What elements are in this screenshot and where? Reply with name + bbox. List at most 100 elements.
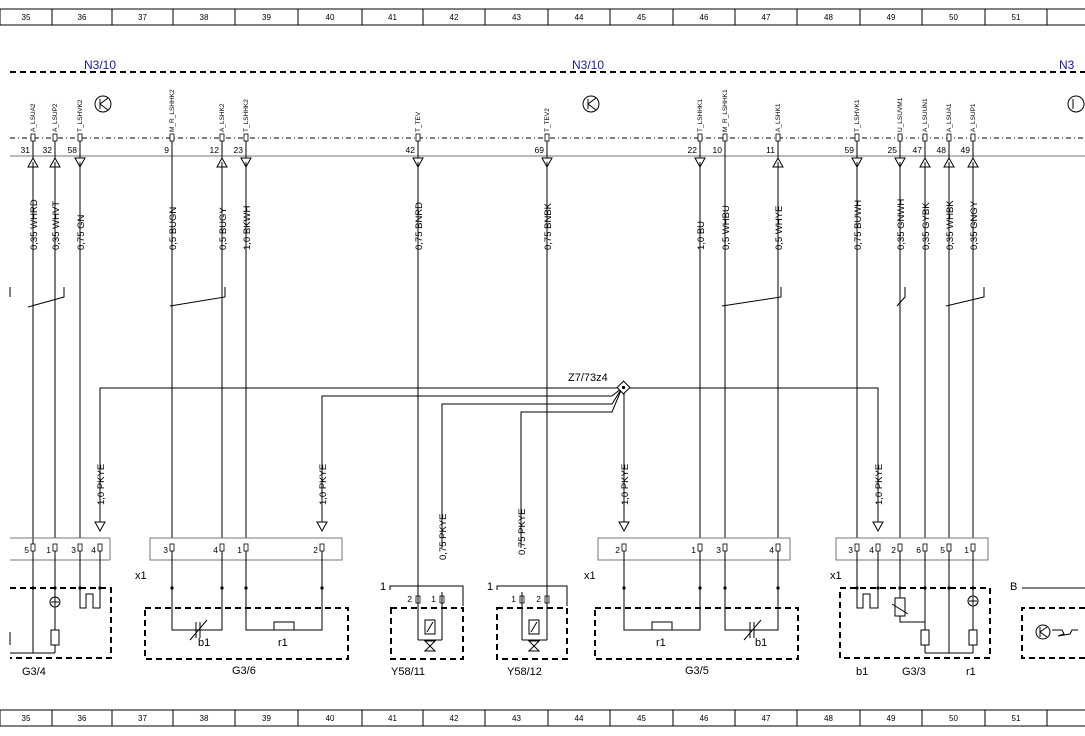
wire-label: 0,75 PKYE xyxy=(517,509,528,555)
arrow-icons xyxy=(94,521,884,533)
signal-name: A_LSUP2 xyxy=(52,103,59,132)
component-g33 xyxy=(839,560,991,659)
wire-label: 0,35 GYBK xyxy=(921,202,932,250)
ruler-number: 36 xyxy=(78,13,87,22)
wire-label: 0,75 BUWH xyxy=(853,200,864,250)
pin-number: 2 xyxy=(536,594,541,604)
pin-number: 48 xyxy=(937,145,947,155)
pin-number: 1 xyxy=(431,594,436,604)
ruler-number: 46 xyxy=(700,714,709,723)
pin-number: 3 xyxy=(71,545,76,555)
ruler-number: 45 xyxy=(637,13,646,22)
wire-label: 0,35 WHVT xyxy=(51,201,62,250)
signal-name: T_LSHVK2 xyxy=(77,99,84,132)
component-label-g33: G3/3 xyxy=(902,666,926,678)
b-label: B xyxy=(1010,581,1017,593)
ruler-number: 40 xyxy=(326,13,335,22)
signal-name: T_LSHHK2 xyxy=(243,99,250,132)
pin-number: 10 xyxy=(713,145,723,155)
pin-number: 4 xyxy=(869,545,874,555)
pin-number: 12 xyxy=(210,145,220,155)
pin-number: 2 xyxy=(891,545,896,555)
ruler-number: 46 xyxy=(700,13,709,22)
ruler-number: 47 xyxy=(762,13,771,22)
ruler-number: 50 xyxy=(949,13,958,22)
ruler-number: 45 xyxy=(637,714,646,723)
pin-number: 1 xyxy=(964,545,969,555)
connector-strip-g35 xyxy=(597,537,791,561)
signal-name: A_LSUA2 xyxy=(30,103,37,132)
signal-name: T_TEV2 xyxy=(544,108,551,132)
transistor-icon xyxy=(582,95,600,113)
pin-number: 58 xyxy=(68,145,78,155)
wire-label: 0,75 PKYE xyxy=(438,514,449,560)
pin-number: 2 xyxy=(313,545,318,555)
pin-number: 31 xyxy=(21,145,31,155)
signal-name: M_R_LSHHK2 xyxy=(169,89,176,132)
wire-label: 1,0 PKYE xyxy=(620,464,631,505)
ruler-number: 41 xyxy=(388,714,397,723)
pin-number: 49 xyxy=(961,145,971,155)
pin-number: 2 xyxy=(615,545,620,555)
ruler-number: 37 xyxy=(138,13,147,22)
wire-label: 0,75 BNRD xyxy=(414,202,425,250)
b1-label: b1 xyxy=(856,666,868,678)
pin-number: 3 xyxy=(848,545,853,555)
ruler-number: 44 xyxy=(575,13,584,22)
signal-name: A_LSHK1 xyxy=(775,103,782,132)
b1-label: b1 xyxy=(755,637,767,649)
component-label-g36: G3/6 xyxy=(232,665,256,677)
pin-column: M_R_LSHHK1 10 0,5 WHBU xyxy=(713,89,732,538)
wire-label: 0,5 WHYE xyxy=(774,206,785,250)
wire-label: 1,0 PKYE xyxy=(96,464,107,505)
pin-number: 25 xyxy=(888,145,898,155)
pin-number: 4 xyxy=(91,545,96,555)
ruler-number: 42 xyxy=(450,714,459,723)
r1-label: r1 xyxy=(966,666,976,678)
pin-number: 5 xyxy=(24,545,29,555)
ruler-number: 49 xyxy=(887,714,896,723)
pin-number: 1 xyxy=(237,545,242,555)
component-y5811 xyxy=(389,585,464,660)
signal-name: M_R_LSHHK1 xyxy=(722,89,729,132)
pin-number: 5 xyxy=(940,545,945,555)
pin-number: 2 xyxy=(407,594,412,604)
component-label-g34: G3/4 xyxy=(22,666,46,678)
wire-label: 0,5 WHBU xyxy=(721,205,732,250)
pin-number: 59 xyxy=(845,145,855,155)
ruler-number: 38 xyxy=(200,13,209,22)
ruler-number: 47 xyxy=(762,714,771,723)
pin-number: 23 xyxy=(234,145,244,155)
pin-number: 22 xyxy=(688,145,698,155)
ruler-number: 51 xyxy=(1012,13,1021,22)
b1-label: b1 xyxy=(198,637,210,649)
ruler-number: 51 xyxy=(1012,714,1021,723)
connector-strip-g33 xyxy=(835,537,989,561)
ruler-number: 35 xyxy=(22,714,31,723)
pin-number: 6 xyxy=(916,545,921,555)
wire-label: 0,75 BNBK xyxy=(543,202,554,250)
ruler-number: 37 xyxy=(138,714,147,723)
ruler-number: 43 xyxy=(512,13,521,22)
wire-label: 1,0 PKYE xyxy=(874,464,885,505)
pin-number: 1 xyxy=(691,545,696,555)
ruler-number: 43 xyxy=(512,714,521,723)
x1-label: x1 xyxy=(584,570,596,582)
pin-number: 42 xyxy=(406,145,416,155)
wire-label: 0,5 BUGY xyxy=(218,207,229,250)
pin-number: 4 xyxy=(769,545,774,555)
ruler-number: 41 xyxy=(388,13,397,22)
component-y5812 xyxy=(496,585,568,660)
component-label-y5812: Y58/12 xyxy=(507,666,542,678)
